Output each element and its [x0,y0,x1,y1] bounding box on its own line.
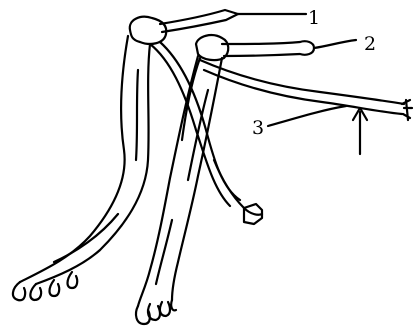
lower-branch [214,160,262,215]
left-leg-outer [20,36,128,282]
drawing [13,10,412,324]
left-foot-claws [13,272,77,300]
strand-to-2-lower [224,48,314,56]
left-leg-inner [36,44,150,284]
label-1: 1 [308,7,320,29]
right-leg-inner [172,58,222,300]
right-leg-outer [138,56,198,306]
long-strand-upper [200,60,404,104]
label-2-leader [314,40,356,48]
long-strand-hand [402,100,412,120]
right-foot-claws [136,300,176,324]
label-3-leader [268,106,346,126]
left-head [130,17,167,44]
strand-to-1-upper [160,10,238,24]
strand-to-2-upper [222,41,314,48]
label-2: 2 [364,33,376,55]
label-3: 3 [252,117,264,139]
long-strand-lower [204,70,402,114]
